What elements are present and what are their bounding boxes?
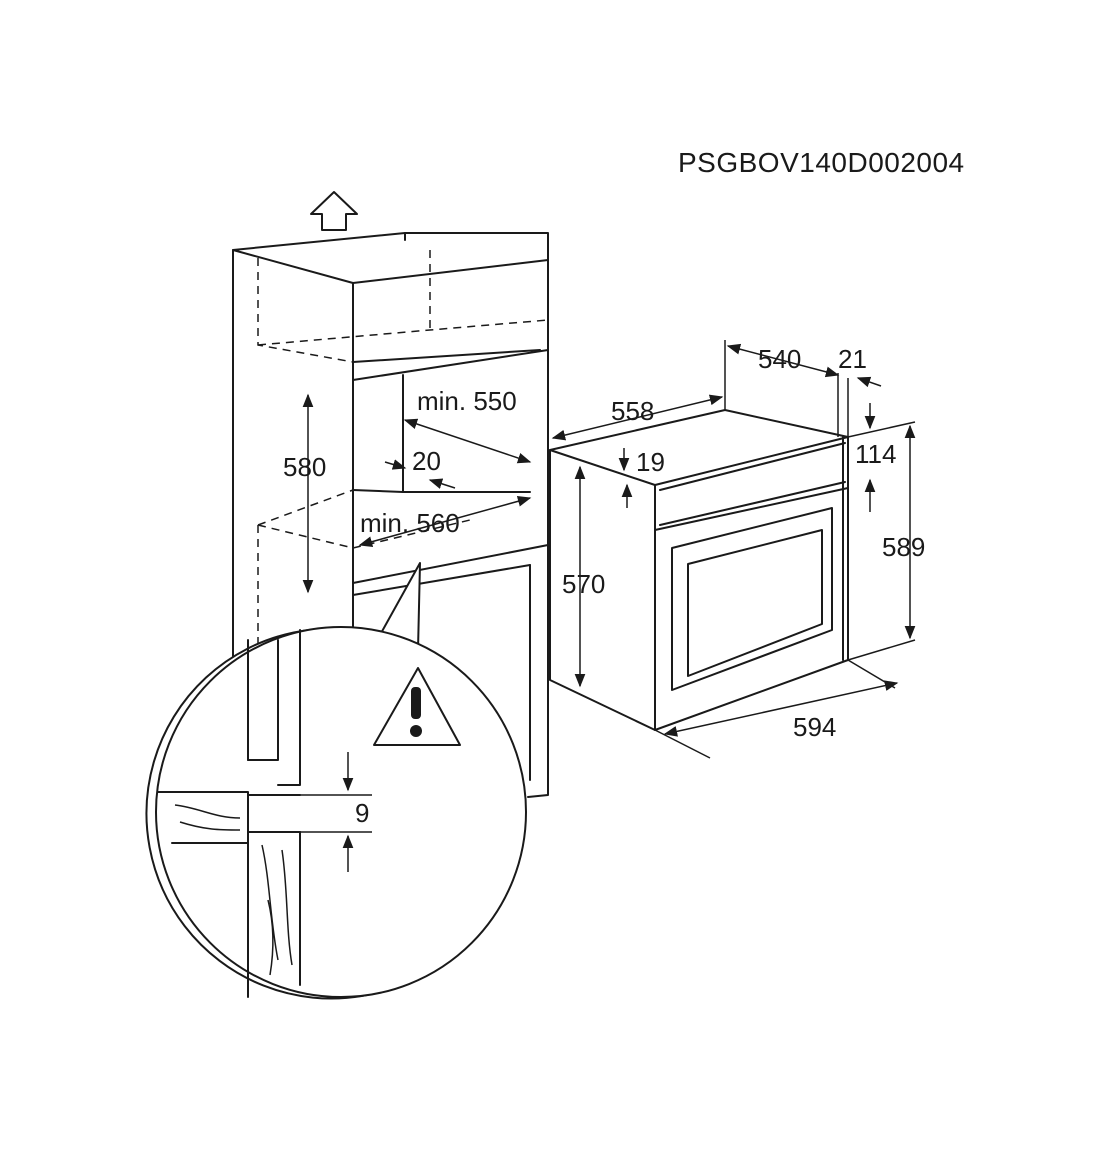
oven-depth-dimension <box>726 343 840 378</box>
cabinet-width-label: min. 560 <box>360 508 460 538</box>
detail-magnifier <box>145 562 527 1000</box>
cabinet-gap-label: 20 <box>412 446 441 476</box>
oven-side-depth-dimension <box>551 394 724 441</box>
warning-triangle-icon <box>373 667 461 746</box>
cabinet-width-dimension <box>358 496 532 547</box>
oven-body-height-label: 570 <box>562 569 605 599</box>
oven-width-label: 594 <box>793 712 836 742</box>
oven-width-dimension <box>663 680 899 737</box>
oven-front-panel-label: 21 <box>838 344 867 374</box>
detail-clearance-label: 9 <box>355 798 369 828</box>
oven-depth-label: 540 <box>758 344 801 374</box>
oven-front-height-label: 589 <box>882 532 925 562</box>
up-arrow-icon <box>310 191 358 231</box>
cabinet-depth-dimension <box>403 418 532 464</box>
oven-top-offset-label: 19 <box>636 447 665 477</box>
oven-side-depth-label: 558 <box>611 396 654 426</box>
cabinet-depth-label: min. 550 <box>417 386 517 416</box>
oven-control-panel-label: 114 <box>855 439 896 469</box>
oven-body <box>549 340 849 731</box>
cabinet-height-label: 580 <box>283 452 326 482</box>
drawing-code: PSGBOV140D002004 <box>678 147 965 178</box>
